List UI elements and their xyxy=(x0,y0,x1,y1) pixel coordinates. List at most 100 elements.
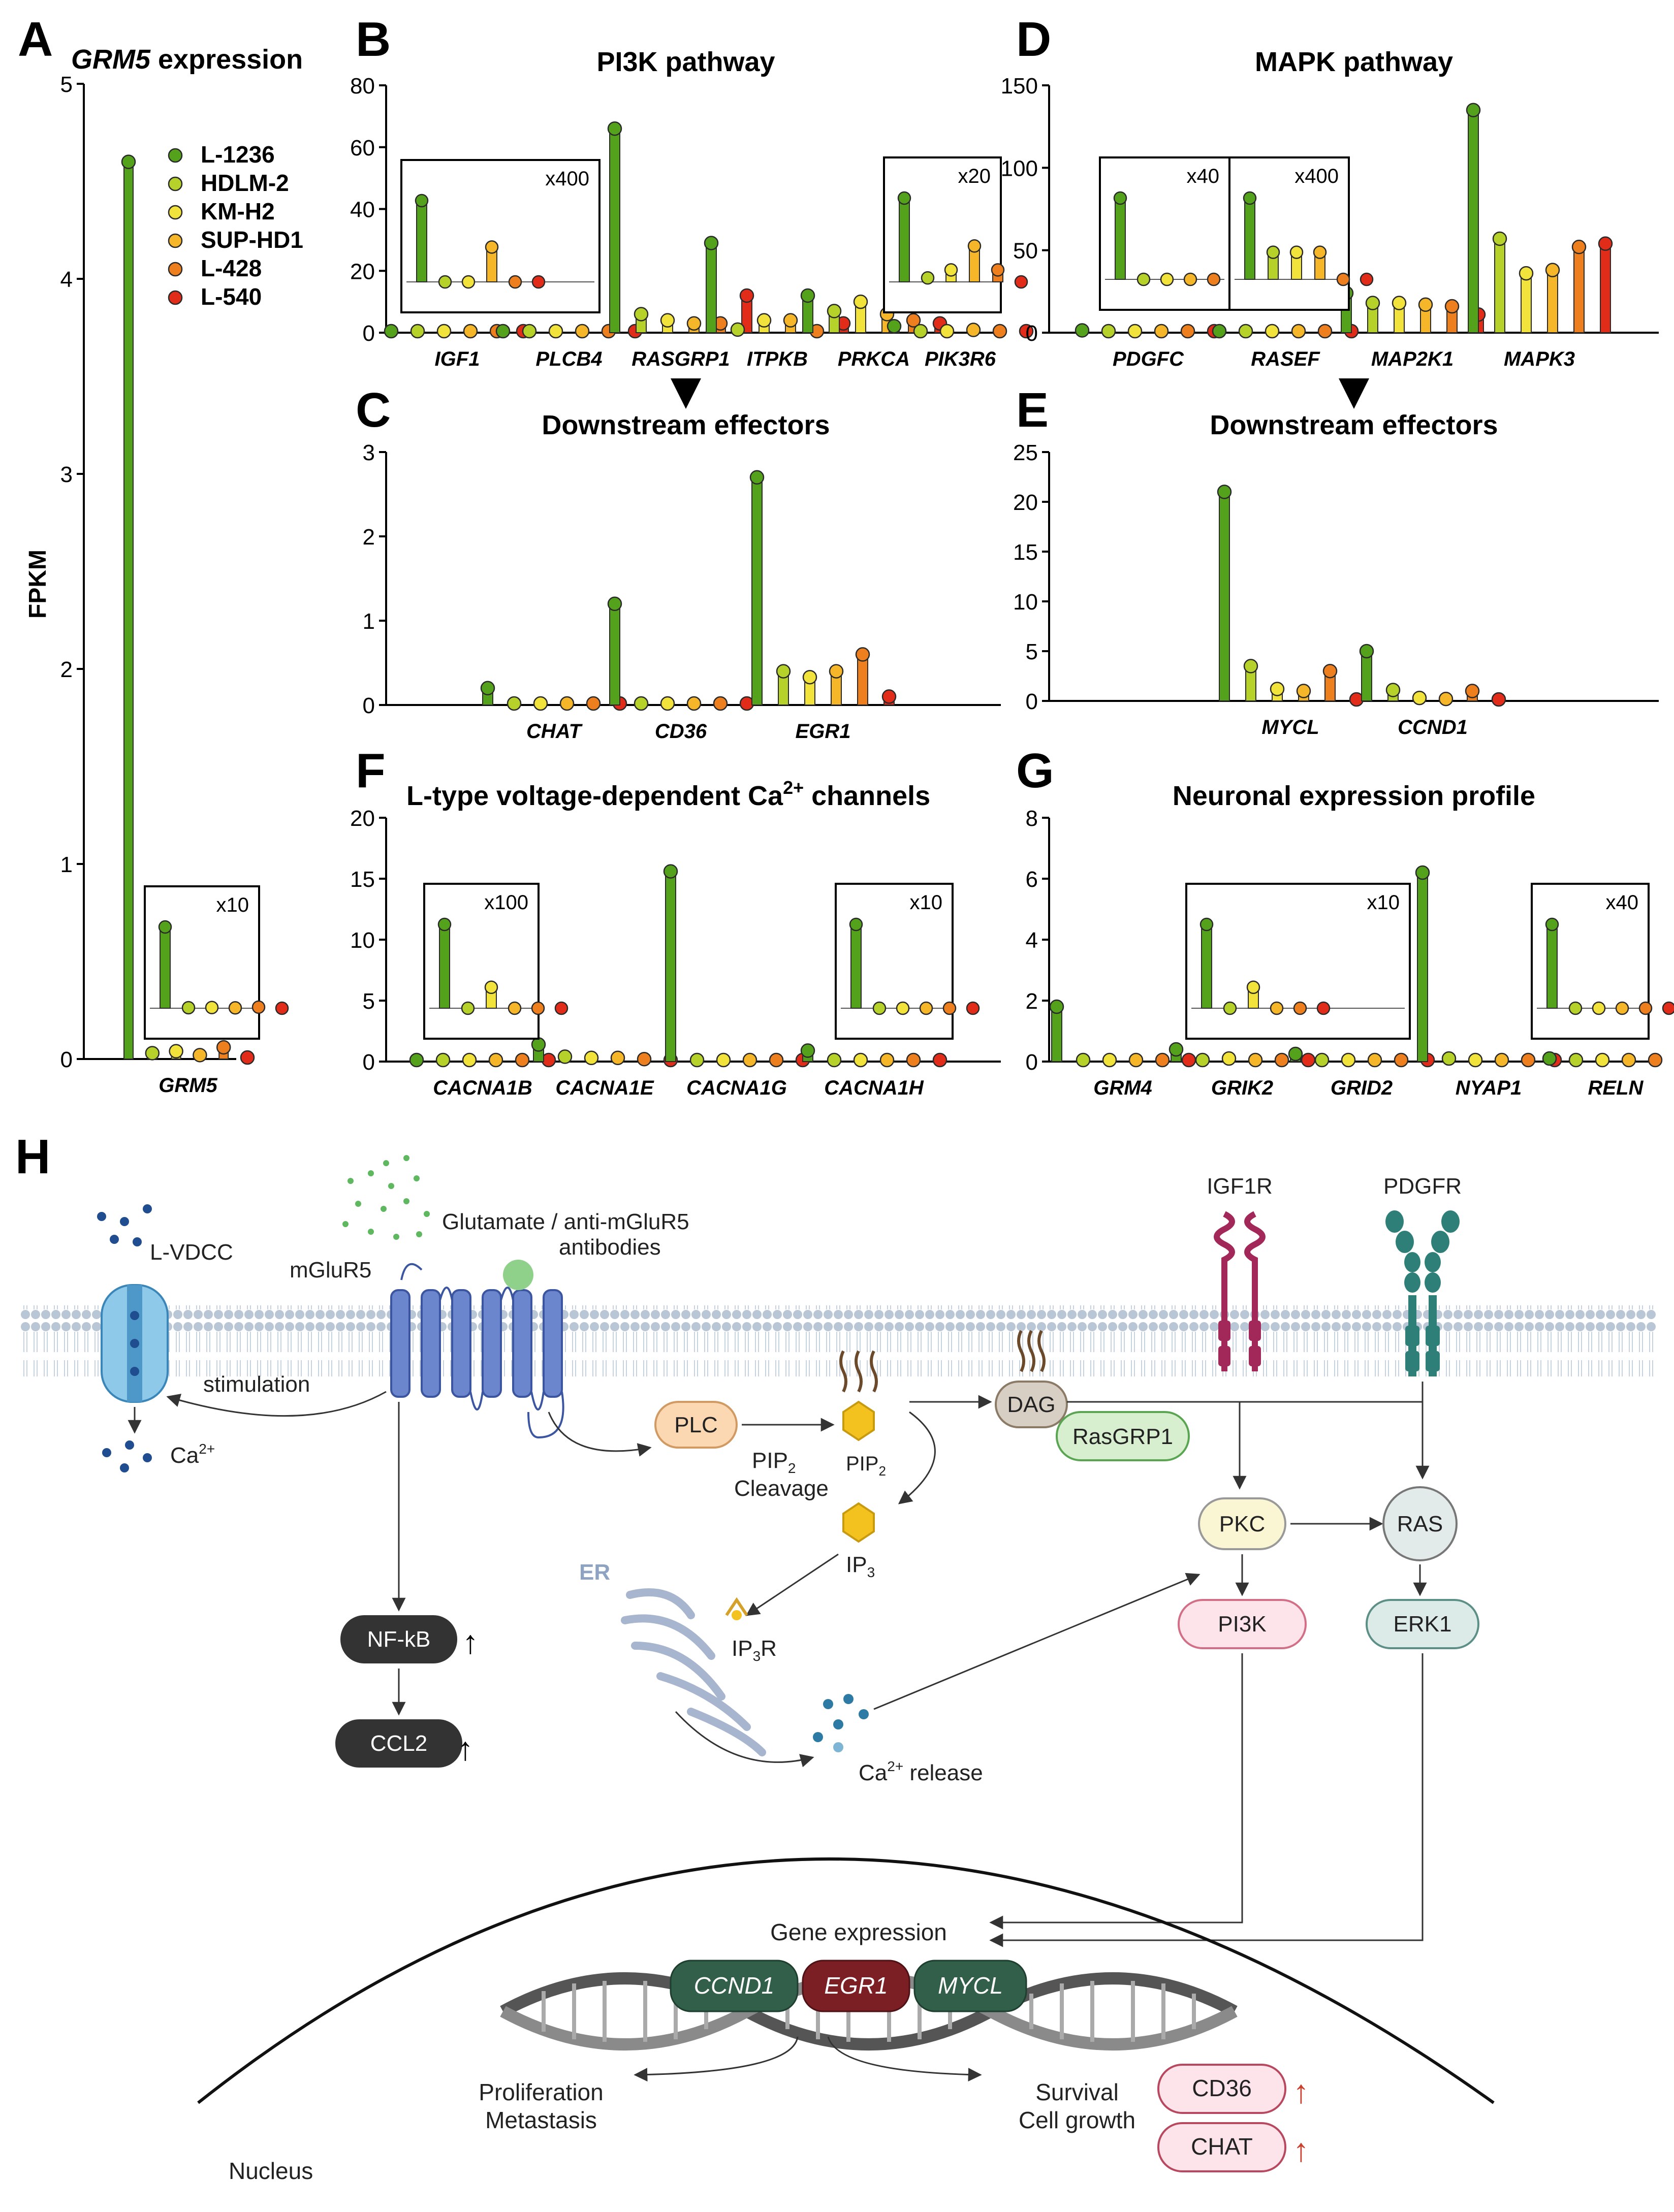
inset-point xyxy=(485,240,499,254)
point-ccnd1-l-428 xyxy=(1465,684,1480,698)
x-tick-label-cd36: CD36 xyxy=(655,720,707,743)
inset-point xyxy=(1014,275,1028,289)
point-grm4-l-428 xyxy=(1155,1052,1170,1068)
point-cd36-km-h2 xyxy=(660,696,675,711)
y-tick-label: 0 xyxy=(363,1050,375,1075)
point-mapk3-km-h2 xyxy=(1519,266,1534,281)
point-plcb4-sup-hd1 xyxy=(575,324,590,339)
inset-scale-label: x100 xyxy=(484,891,528,914)
inset-point xyxy=(1615,1001,1629,1015)
point-grid2-sup-hd1 xyxy=(1367,1052,1382,1068)
point-mycl-l-428 xyxy=(1322,663,1338,679)
cell-membrane xyxy=(20,1305,1656,1376)
point-cacna1b-hdlm-2 xyxy=(435,1052,451,1068)
point-cacna1b-sup-hd1 xyxy=(488,1052,503,1068)
y-tick-label: 15 xyxy=(350,867,375,892)
inset-point xyxy=(181,1001,196,1015)
chart-title-d: MAPK pathway xyxy=(1255,47,1453,77)
point-cacna1h-l-1236 xyxy=(800,1043,815,1058)
inset-b-1: x20 xyxy=(883,156,1028,313)
stimulation-arrow xyxy=(166,1391,387,1417)
label-survival: Survival xyxy=(1035,2079,1119,2105)
chart-title-italic: GRM5 xyxy=(71,44,151,75)
y-tick-label: 1 xyxy=(60,852,73,877)
inset-point xyxy=(205,1001,219,1014)
x-tick-label-prkca: PRKCA xyxy=(838,348,910,370)
pdgfr-receptor-icon xyxy=(1385,1210,1460,1376)
y-tick-label: 6 xyxy=(1026,867,1038,892)
dag-node xyxy=(995,1381,1068,1428)
chart-title-e: Downstream effectors xyxy=(1210,410,1498,440)
inset-bar xyxy=(1115,198,1126,280)
y-tick-label: 40 xyxy=(350,198,375,222)
point-reln-hdlm-2 xyxy=(1568,1052,1584,1068)
point-pik3r6-km-h2 xyxy=(939,324,955,339)
x-tick-label-cacna1h: CACNA1H xyxy=(824,1077,924,1099)
point-mycl-km-h2 xyxy=(1270,682,1285,696)
point-grid2-hdlm-2 xyxy=(1314,1052,1330,1068)
inset-a-0: x10 xyxy=(144,885,289,1040)
arrow-mglur5-plc xyxy=(548,1412,652,1457)
bar-cacna1g-l-1236 xyxy=(665,871,676,1062)
point-cacna1h-l-428 xyxy=(906,1052,921,1068)
x-tick-label-rasgrp1: RASGRP1 xyxy=(631,348,730,370)
mycl-gene-label: MYCL xyxy=(938,1972,1003,1999)
point-rasef-sup-hd1 xyxy=(1291,324,1306,339)
chart-title-rest: expression xyxy=(150,44,303,75)
inset-point xyxy=(1289,245,1304,259)
point-grik2-hdlm-2 xyxy=(1195,1052,1210,1068)
point-rasgrp1-hdlm-2 xyxy=(634,307,649,322)
bar-mapk3-l-540 xyxy=(1600,243,1611,333)
inset-point xyxy=(966,1001,980,1015)
point-map2k1-hdlm-2 xyxy=(1365,296,1380,310)
point-ccnd1-km-h2 xyxy=(1412,690,1427,706)
point-grm5-l-1236 xyxy=(121,154,136,169)
igf1r-kinase-icon xyxy=(1218,1321,1261,1366)
y-axis-label: FPKM xyxy=(24,550,51,619)
point-grid2-l-1236 xyxy=(1288,1046,1303,1062)
point-chat-l-428 xyxy=(586,696,601,711)
y-tick-label: 0 xyxy=(1026,1050,1038,1075)
point-pdgfc-hdlm-2 xyxy=(1101,324,1116,339)
pip2-molecule-icon xyxy=(839,1350,878,1441)
inset-point xyxy=(1136,272,1151,286)
y-tick-label: 3 xyxy=(60,462,73,487)
inset-point xyxy=(1183,272,1197,286)
point-pdgfc-km-h2 xyxy=(1127,324,1143,339)
point-rasgrp1-km-h2 xyxy=(660,313,675,328)
chart-title-c: Downstream effectors xyxy=(542,410,830,440)
point-igf1-sup-hd1 xyxy=(463,324,478,339)
x-tick-label-nyap1: NYAP1 xyxy=(1456,1077,1522,1099)
x-tick-label-grm4: GRM4 xyxy=(1093,1077,1152,1099)
inset-point xyxy=(461,1001,475,1015)
point-prkca-l-428 xyxy=(906,313,921,328)
point-grm4-hdlm-2 xyxy=(1076,1052,1091,1068)
point-cacna1g-km-h2 xyxy=(716,1052,731,1068)
point-grm5-sup-hd1 xyxy=(193,1048,207,1063)
label-proliferation: Proliferation xyxy=(479,2079,603,2105)
point-prkca-hdlm-2 xyxy=(827,304,842,318)
inset-f-0: x100 xyxy=(423,883,568,1040)
x-tick-label-reln: RELN xyxy=(1588,1077,1644,1099)
triangle-b-to-c-icon xyxy=(671,378,701,409)
chart-title-a: GRM5 expression xyxy=(71,44,303,75)
bar-itpkb-l-1236 xyxy=(706,242,717,333)
point-cacna1b-l-428 xyxy=(515,1052,530,1068)
point-igf1-hdlm-2 xyxy=(410,324,425,339)
inset-scale-label: x400 xyxy=(545,168,589,190)
plc-label: PLC xyxy=(674,1413,718,1437)
inset-point xyxy=(1266,245,1280,259)
point-grid2-km-h2 xyxy=(1341,1052,1356,1068)
x-tick-label-pdgfc: PDGFC xyxy=(1113,348,1184,370)
y-tick-label: 80 xyxy=(350,74,375,99)
legend-label: L-428 xyxy=(201,255,262,281)
inset-point xyxy=(1313,245,1327,259)
calcium-ions-bottom-icon xyxy=(102,1440,152,1472)
point-grik2-l-428 xyxy=(1274,1052,1289,1068)
inset-point xyxy=(1592,1001,1606,1015)
inset-bar xyxy=(899,198,910,282)
